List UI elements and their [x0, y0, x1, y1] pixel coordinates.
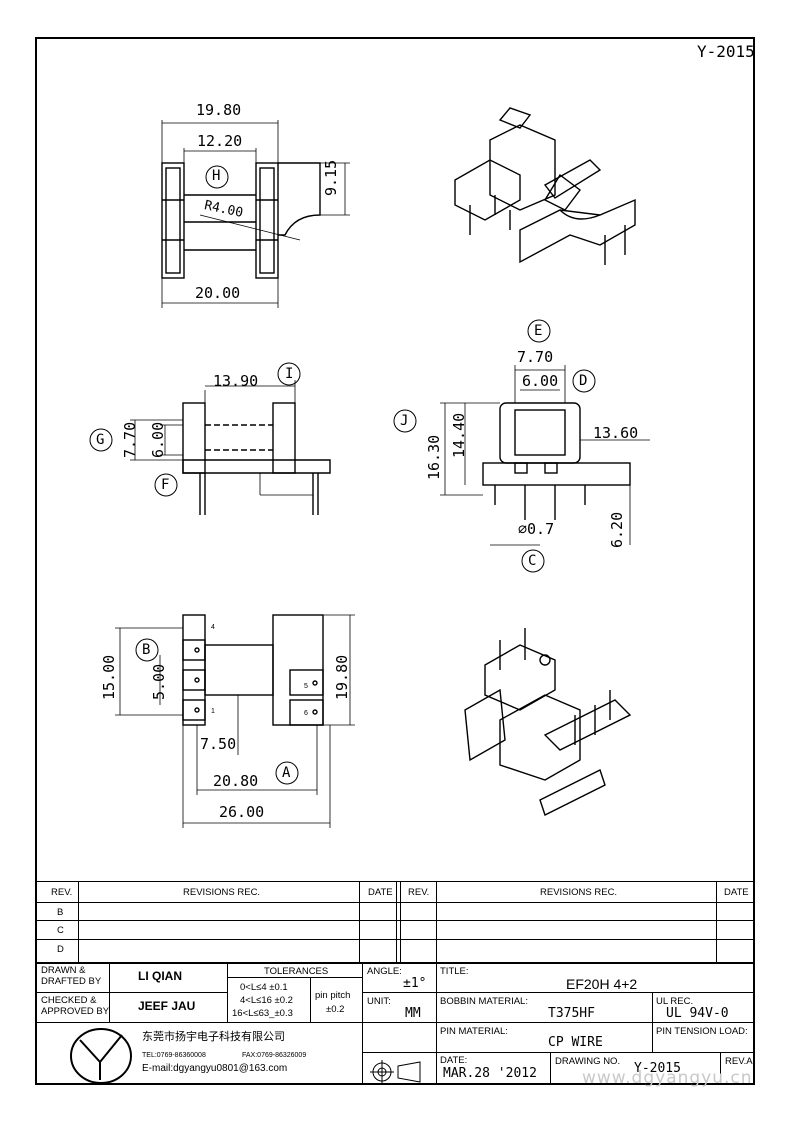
- tolerance-row: 16<L≤63_±0.3: [232, 1008, 293, 1019]
- pin-pitch-value: ±0.2: [326, 1004, 345, 1015]
- marker-j: J: [400, 413, 409, 429]
- isometric-view-top: [454, 107, 636, 265]
- dim-end-total-height: 16.30: [425, 434, 443, 480]
- marker-h: H: [212, 168, 221, 184]
- marker-e: E: [534, 323, 543, 339]
- pin-material-label: PIN MATERIAL:: [440, 1026, 508, 1037]
- side-view: [89, 362, 331, 515]
- company-name: 东莞市扬宇电子科技有限公司: [142, 1031, 285, 1043]
- title-label: TITLE:: [440, 966, 469, 977]
- company-email: E-mail:dgyangyu0801@163.com: [142, 1063, 288, 1074]
- title-value: EF20H 4+2: [566, 976, 638, 992]
- dim-side-inner: 6.00: [149, 421, 167, 458]
- dim-top-height: 9.15: [322, 159, 340, 196]
- rev-row-label: D: [57, 944, 64, 955]
- dim-side-length: 13.90: [213, 372, 259, 390]
- ul-rec-value: UL 94V-0: [666, 1006, 729, 1021]
- pin-number: 5: [304, 683, 308, 690]
- isometric-view-bottom: [464, 628, 632, 816]
- company-fax: FAX:0769-86326009: [242, 1052, 307, 1059]
- tolerance-row: 4<L≤16 ±0.2: [240, 995, 293, 1006]
- rev-row-label: C: [57, 925, 64, 936]
- checked-by-value: JEEF JAU: [138, 999, 196, 1013]
- marker-d: D: [579, 373, 588, 389]
- unit-label: UNIT:: [367, 996, 391, 1007]
- drawing-no-value: Y-2015: [634, 1061, 681, 1076]
- ul-rec-label: UL REC.: [656, 996, 694, 1007]
- marker-c: C: [528, 553, 537, 569]
- unit-value: MM: [405, 1006, 421, 1021]
- dim-end-width: 13.60: [593, 424, 639, 442]
- rev-col-header-2: REV.: [408, 887, 430, 898]
- marker-a: A: [282, 765, 291, 781]
- projection-symbol-icon: [370, 1060, 421, 1084]
- drawing-code-top: Y-2015: [697, 42, 755, 61]
- date-value: MAR.28 '2012: [443, 1066, 537, 1081]
- company-logo: [70, 1028, 132, 1084]
- rev-col-header: REV.: [51, 887, 73, 898]
- top-view: [161, 120, 350, 308]
- dim-top-inner: 12.20: [197, 132, 243, 150]
- watermark: www.dgyangyu.cn: [582, 1068, 753, 1088]
- drawn-by-value: LI QIAN: [138, 969, 182, 983]
- dim-pin-length: 6.20: [608, 511, 626, 548]
- bottom-view: [115, 614, 355, 828]
- rec-col-header-2: REVISIONS REC.: [540, 887, 618, 898]
- marker-f: F: [161, 477, 170, 493]
- marker-g: G: [96, 432, 105, 448]
- angle-label: ANGLE:: [367, 966, 402, 977]
- drawing-no-label: DRAWING NO.: [555, 1056, 621, 1067]
- pin-pitch-label: pin pitch: [315, 990, 351, 1001]
- angle-value: ±1°: [403, 976, 427, 991]
- dim-side-outer: 7.70: [121, 421, 139, 458]
- dim-end-top: 7.70: [517, 348, 554, 366]
- bobbin-material-label: BOBBIN MATERIAL:: [440, 996, 528, 1007]
- dim-bottom-pitch: 5.00: [150, 663, 168, 700]
- tolerances-label: TOLERANCES: [264, 966, 329, 977]
- marker-b: B: [142, 642, 151, 658]
- pin-tension-label: PIN TENSION LOAD:: [656, 1026, 748, 1037]
- drawing-sheet: [35, 37, 755, 1085]
- bobbin-material-value: T375HF: [548, 1006, 595, 1021]
- company-tel: TEL:0769-86360008: [142, 1052, 206, 1059]
- pin-material-value: CP WIRE: [548, 1035, 603, 1050]
- tolerance-row: 0<L≤4 ±0.1: [240, 982, 288, 993]
- dim-end-body-height: 14.40: [450, 412, 468, 458]
- rec-col-header: REVISIONS REC.: [183, 887, 261, 898]
- date-col-header-2: DATE: [724, 887, 749, 898]
- dim-bottom-rows: 20.80: [213, 772, 259, 790]
- dim-pin-diameter: ∅0.7: [518, 520, 555, 538]
- dim-top-overall: 19.80: [196, 101, 242, 119]
- checked-by-label: CHECKED & APPROVED BY: [41, 995, 110, 1017]
- pin-number: 4: [211, 624, 215, 631]
- end-view: [393, 319, 650, 573]
- pin-number: 1: [211, 708, 215, 715]
- date-col-header: DATE: [368, 887, 393, 898]
- dim-bottom-span: 15.00: [100, 654, 118, 700]
- marker-i: I: [285, 366, 294, 382]
- drawn-by-label: DRAWN & DRAFTED BY: [41, 965, 102, 987]
- pin-number: 6: [304, 710, 308, 717]
- dim-end-mid: 6.00: [522, 372, 559, 390]
- date-label: DATE:: [440, 1055, 468, 1066]
- dim-bottom-offset: 7.50: [200, 735, 237, 753]
- dim-top-bottom: 20.00: [195, 284, 241, 302]
- dim-bottom-total: 26.00: [219, 803, 265, 821]
- rev-letter: REV.A: [725, 1056, 753, 1067]
- rev-row-label: B: [57, 907, 64, 918]
- dim-bottom-height: 19.80: [333, 654, 351, 700]
